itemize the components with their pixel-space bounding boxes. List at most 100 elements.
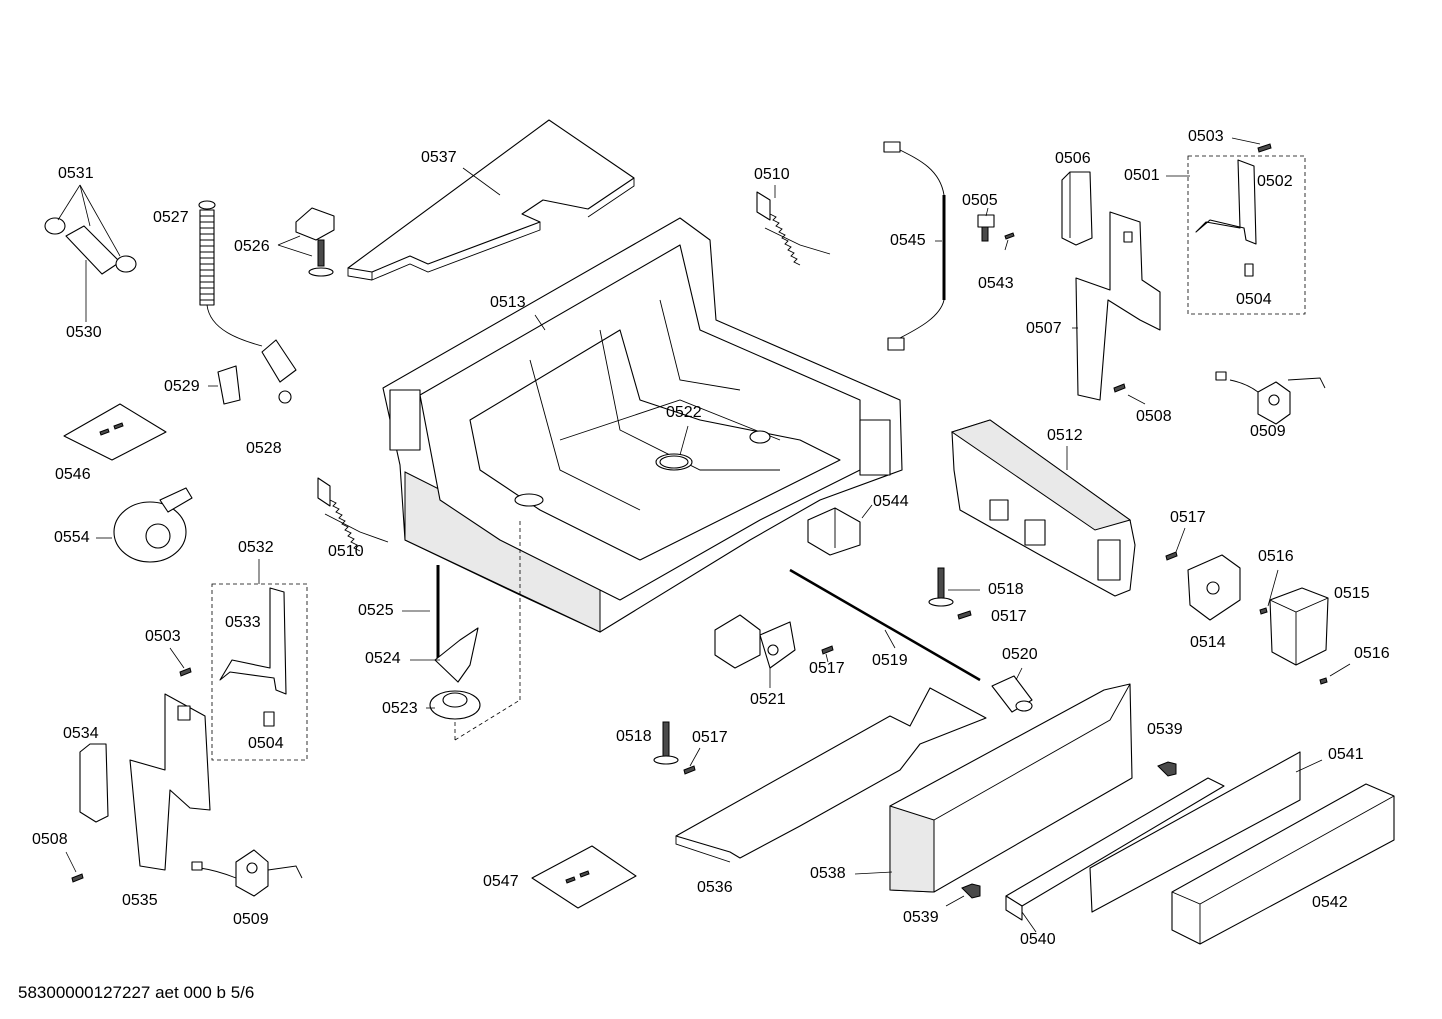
part-0535-bracket <box>129 693 211 871</box>
label-0530: 0530 <box>66 324 102 341</box>
label-0514: 0514 <box>1190 634 1226 651</box>
part-0518-screw-b <box>653 721 679 765</box>
part-0544-valve-block <box>807 504 873 556</box>
part-0539-screw-a <box>1157 761 1177 777</box>
label-0504-left: 0504 <box>248 735 284 752</box>
label-0539-a: 0539 <box>1147 721 1183 738</box>
label-0520: 0520 <box>1002 646 1038 663</box>
label-0516-b: 0516 <box>1354 645 1390 662</box>
part-0510-spring-left <box>317 477 389 552</box>
label-0508-top: 0508 <box>1136 408 1172 425</box>
label-0541: 0541 <box>1328 746 1364 763</box>
label-0525: 0525 <box>358 602 394 619</box>
part-0521-valve <box>714 614 796 688</box>
part-0507-bracket <box>1072 211 1161 401</box>
part-0515-cap <box>1269 587 1329 666</box>
label-0521: 0521 <box>750 691 786 708</box>
part-0543-screw <box>1004 232 1015 251</box>
label-0531: 0531 <box>58 165 94 182</box>
part-0539-screw-b <box>945 883 981 907</box>
label-0517-c: 0517 <box>809 660 845 677</box>
label-0529: 0529 <box>164 378 200 395</box>
label-0509-top: 0509 <box>1250 423 1286 440</box>
label-0533: 0533 <box>225 614 261 631</box>
part-0527-hose <box>198 200 297 404</box>
part-0514-housing <box>1187 554 1241 621</box>
part-0517-screw-c <box>821 645 834 663</box>
label-0535: 0535 <box>122 892 158 909</box>
label-0508-left: 0508 <box>32 831 68 848</box>
part-0547-bag <box>531 845 637 909</box>
label-0516-a: 0516 <box>1258 548 1294 565</box>
label-0503-top: 0503 <box>1188 128 1224 145</box>
label-0510-left: 0510 <box>328 543 364 560</box>
label-0517-a: 0517 <box>1170 509 1206 526</box>
label-0515: 0515 <box>1334 585 1370 602</box>
part-0531-clamps <box>44 184 137 273</box>
label-0518-b: 0518 <box>616 728 652 745</box>
label-0517-b: 0517 <box>991 608 1027 625</box>
label-0534: 0534 <box>63 725 99 742</box>
label-0502: 0502 <box>1257 173 1293 190</box>
label-0545: 0545 <box>890 232 926 249</box>
label-0517-d: 0517 <box>692 729 728 746</box>
label-0532: 0532 <box>238 539 274 556</box>
part-0519-rod <box>789 568 981 682</box>
part-0508-screw-top <box>1113 383 1146 405</box>
part-0513-base-tub <box>382 217 903 633</box>
label-0513: 0513 <box>490 294 526 311</box>
part-0529-clip <box>208 365 241 405</box>
part-0545-cable <box>883 141 946 351</box>
label-0509-bottom: 0509 <box>233 911 269 928</box>
part-0525-rod <box>402 565 440 662</box>
label-0504-top: 0504 <box>1236 291 1272 308</box>
part-0501-group <box>1166 155 1306 315</box>
part-0516-screw-a <box>1259 569 1279 615</box>
label-0537: 0537 <box>421 149 457 166</box>
label-0547: 0547 <box>483 873 519 890</box>
part-0526-foot <box>277 207 335 277</box>
label-0510-top: 0510 <box>754 166 790 183</box>
label-0519: 0519 <box>872 652 908 669</box>
part-0518-screw-a <box>928 567 980 607</box>
part-0517-screw-d <box>683 747 701 775</box>
part-0546-bag <box>63 403 167 461</box>
part-0509-pump-top <box>1215 371 1326 425</box>
part-0522-sump <box>659 455 689 469</box>
label-0506: 0506 <box>1055 150 1091 167</box>
label-0543: 0543 <box>978 275 1014 292</box>
label-0503-left: 0503 <box>145 628 181 645</box>
label-0518-a: 0518 <box>988 581 1024 598</box>
label-0526: 0526 <box>234 238 270 255</box>
part-0517-screw-a <box>1165 527 1186 561</box>
label-0540: 0540 <box>1020 931 1056 948</box>
label-0522: 0522 <box>666 404 702 421</box>
part-0536-plate <box>675 687 987 863</box>
part-0506-cover <box>1061 171 1093 246</box>
label-0546: 0546 <box>55 466 91 483</box>
part-0516-screw-b <box>1319 663 1351 685</box>
label-0524: 0524 <box>365 650 401 667</box>
label-0528: 0528 <box>246 440 282 457</box>
part-0523-pump <box>426 520 521 741</box>
label-0507: 0507 <box>1026 320 1062 337</box>
part-0503-screw-top <box>1231 137 1272 153</box>
part-0505-sensor <box>977 207 995 242</box>
part-0520-connector <box>991 667 1033 713</box>
part-0524-arm <box>410 627 479 683</box>
part-0509-pump-bottom <box>191 849 303 897</box>
label-0501: 0501 <box>1124 167 1160 184</box>
label-0554: 0554 <box>54 529 90 546</box>
label-0505: 0505 <box>962 192 998 209</box>
label-0523: 0523 <box>382 700 418 717</box>
label-0542: 0542 <box>1312 894 1348 911</box>
part-0534-cover <box>79 743 109 823</box>
part-0538-plinth <box>854 683 1133 893</box>
label-0536: 0536 <box>697 879 733 896</box>
part-0540-strip <box>1005 777 1225 933</box>
label-0539-b: 0539 <box>903 909 939 926</box>
label-0512: 0512 <box>1047 427 1083 444</box>
part-0503-screw-left <box>169 647 192 677</box>
